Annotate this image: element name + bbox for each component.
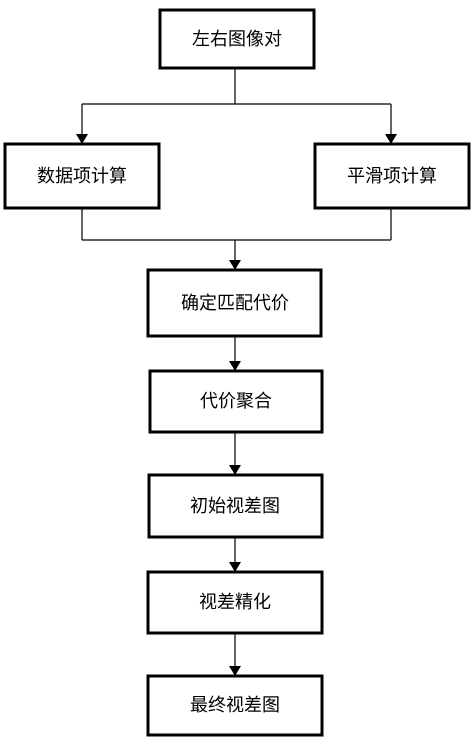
arrowhead-smooth-term: [385, 134, 397, 144]
node-disparity-refine: 视差精化: [146, 570, 324, 635]
node-cost-aggregation: 代价聚合: [148, 369, 324, 434]
arrowhead-matching-cost: [229, 260, 241, 270]
node-smooth-term-label: 平滑项计算: [347, 166, 437, 187]
node-data-term-label: 数据项计算: [37, 166, 127, 187]
node-matching-cost: 确定匹配代价: [146, 268, 323, 338]
arrowhead-cost-aggregation: [229, 361, 241, 371]
arrowhead-final-disparity: [229, 666, 241, 676]
node-left-right-pair: 左右图像对: [158, 8, 316, 70]
node-final-disparity-label: 最终视差图: [190, 695, 280, 716]
node-matching-cost-label: 确定匹配代价: [181, 293, 289, 314]
arrowhead-data-term: [76, 134, 88, 144]
node-disparity-refine-label: 视差精化: [199, 592, 271, 613]
node-initial-disparity-label: 初始视差图: [190, 496, 280, 517]
node-initial-disparity: 初始视差图: [147, 473, 324, 539]
node-final-disparity: 最终视差图: [146, 674, 324, 737]
node-smooth-term: 平滑项计算: [313, 142, 471, 210]
arrowhead-disparity-refine: [229, 562, 241, 572]
node-cost-aggregation-label: 代价聚合: [200, 391, 272, 412]
node-left-right-pair-label: 左右图像对: [192, 29, 282, 50]
arrowhead-initial-disparity: [229, 465, 241, 475]
node-data-term: 数据项计算: [3, 142, 161, 210]
connectors: [76, 68, 397, 676]
